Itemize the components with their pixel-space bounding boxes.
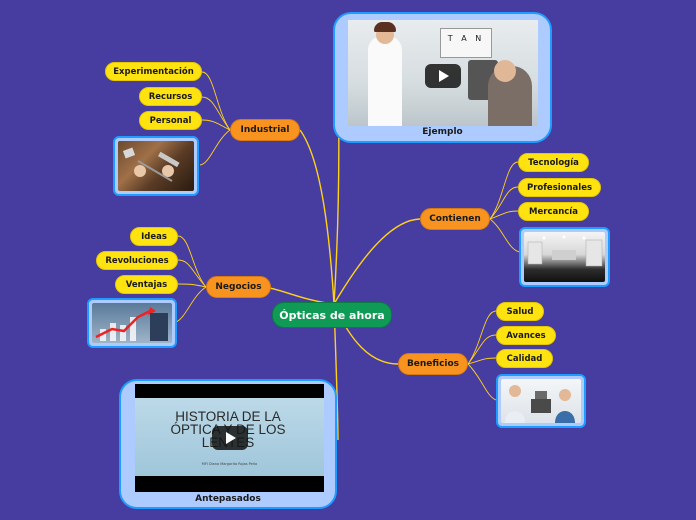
play-icon[interactable] xyxy=(425,64,461,88)
video-label-ejemplo: Ejemplo xyxy=(422,127,463,137)
leaf-recursos[interactable]: Recursos xyxy=(139,87,202,106)
play-icon[interactable] xyxy=(212,426,248,450)
video-thumbnail[interactable]: T A N xyxy=(348,20,538,126)
leaf-experimentacion[interactable]: Experimentación xyxy=(105,62,202,81)
central-topic[interactable]: Ópticas de ahora xyxy=(272,302,392,328)
leaf-profesionales[interactable]: Profesionales xyxy=(518,178,601,197)
topic-contienen[interactable]: Contienen xyxy=(420,208,490,230)
optical-store-image[interactable] xyxy=(519,227,610,287)
leaf-ventajas[interactable]: Ventajas xyxy=(115,275,178,294)
video-card-antepasados[interactable]: HISTORIA DE LA ÓPTICA Y DE LOS LENTES MF… xyxy=(119,379,337,509)
eye-chart-letters: T A N xyxy=(447,34,485,43)
leaf-calidad[interactable]: Calidad xyxy=(496,349,553,368)
topic-industrial[interactable]: Industrial xyxy=(230,119,300,141)
leaf-mercancia[interactable]: Mercancía xyxy=(518,202,589,221)
video-label-antepasados: Antepasados xyxy=(195,494,261,504)
leaf-ideas[interactable]: Ideas xyxy=(130,227,178,246)
leaf-salud[interactable]: Salud xyxy=(496,302,544,321)
growth-chart-image[interactable] xyxy=(87,298,177,348)
lab-tools-image[interactable] xyxy=(113,136,199,196)
slide-author: MFI Diana Margarita Rojas Peña xyxy=(201,462,258,466)
video-thumbnail[interactable]: HISTORIA DE LA ÓPTICA Y DE LOS LENTES MF… xyxy=(135,384,324,492)
eye-exam-image[interactable] xyxy=(496,374,586,428)
video-card-ejemplo[interactable]: T A N Ejemplo xyxy=(333,12,552,143)
leaf-tecnologia[interactable]: Tecnología xyxy=(518,153,589,172)
topic-beneficios[interactable]: Beneficios xyxy=(398,353,468,375)
topic-negocios[interactable]: Negocios xyxy=(206,276,271,298)
leaf-personal[interactable]: Personal xyxy=(139,111,202,130)
leaf-revoluciones[interactable]: Revoluciones xyxy=(96,251,178,270)
leaf-avances[interactable]: Avances xyxy=(496,326,556,345)
